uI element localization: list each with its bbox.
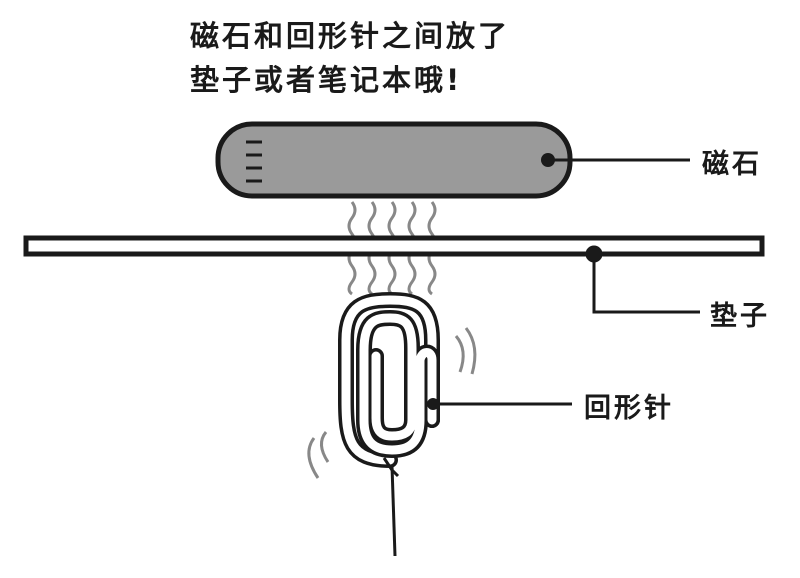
thread (382, 457, 400, 557)
pad (23, 235, 765, 257)
paperclip (338, 291, 440, 468)
motion-marks (307, 327, 477, 479)
caption-line-1: 磁石和回形针之间放了 (190, 19, 511, 53)
magnet (215, 121, 573, 199)
label-pad: 垫子 (710, 301, 770, 332)
caption-line-2: 垫子或者笔记本哦! (190, 63, 463, 97)
caption: 磁石和回形针之间放了 垫子或者笔记本哦! (190, 14, 610, 102)
label-paperclip: 回形针 (584, 393, 674, 424)
magnet-leader (541, 153, 690, 167)
pad-leader (585, 245, 700, 314)
label-magnet: 磁石 (702, 149, 762, 180)
paperclip-leader (427, 398, 572, 410)
